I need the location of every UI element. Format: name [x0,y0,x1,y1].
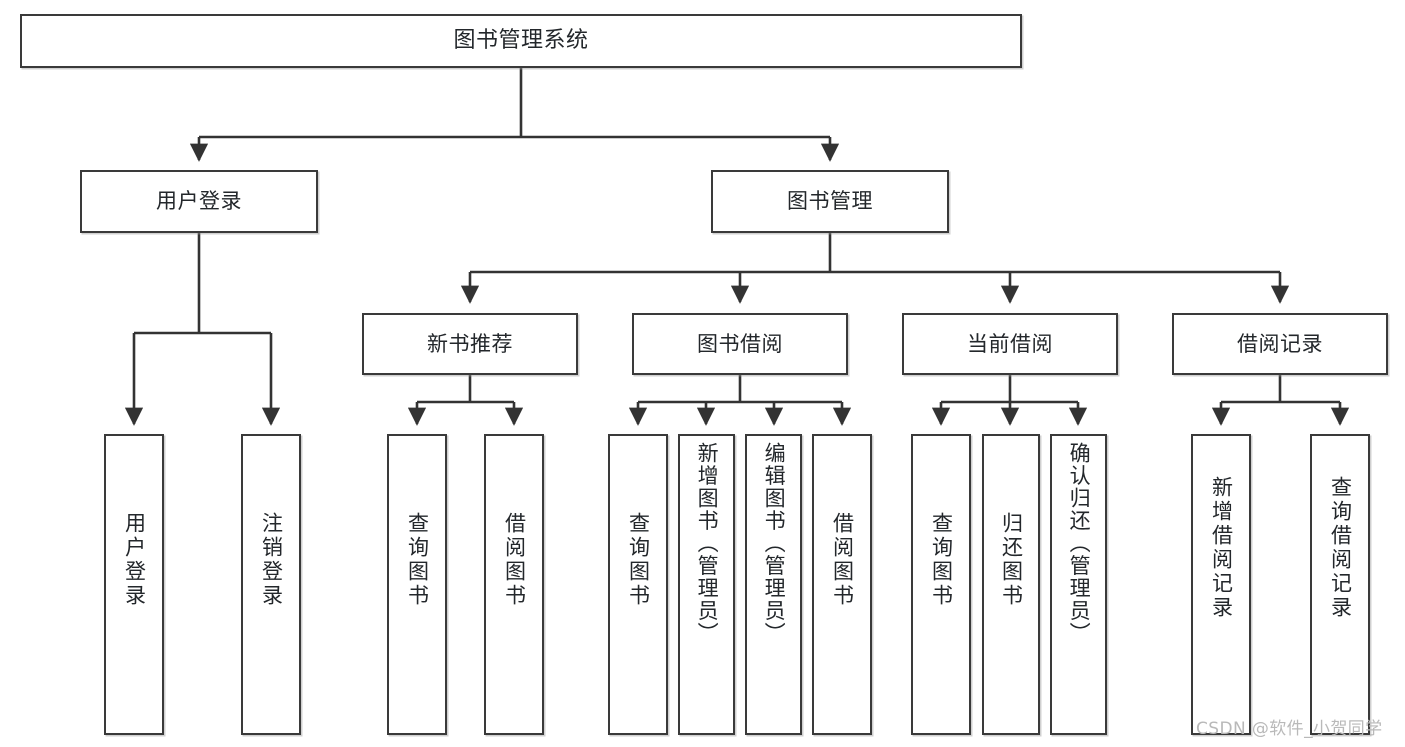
node-new-book-recommendation[interactable]: 新书推荐 [362,313,578,375]
leaf-logout[interactable]: 注销登录 [241,434,301,735]
leaf-current-query-book[interactable]: 查询图书 [911,434,971,735]
csdn-watermark: CSDN @软件_小贺同学 [1196,719,1383,739]
node-borrowing-records[interactable]: 借阅记录 [1172,313,1388,375]
leaf-user-login[interactable]: 用户登录 [104,434,164,735]
leaf-new-books-query-book-label: 查询图书 [405,512,430,608]
leaf-current-query-book-label: 查询图书 [929,512,954,608]
leaf-user-login-label: 用户登录 [122,512,147,608]
leaf-borrow-query-book-label: 查询图书 [626,512,651,608]
leaf-current-confirm-return-admin[interactable]: 确认归还（管理员） [1050,434,1107,735]
leaf-records-add-record[interactable]: 新增借阅记录 [1191,434,1251,735]
leaf-new-books-query-book[interactable]: 查询图书 [387,434,447,735]
leaf-records-query-record-label: 查询借阅记录 [1328,476,1353,620]
leaf-current-return-book-label: 归还图书 [999,512,1024,608]
leaf-borrow-add-book-admin-label: 新增图书（管理员） [695,442,720,645]
node-book-management-label: 图书管理 [787,189,873,214]
node-root-system-label: 图书管理系统 [453,28,589,54]
leaf-new-books-borrow-book-label: 借阅图书 [502,512,527,608]
node-book-borrowing[interactable]: 图书借阅 [632,313,848,375]
leaf-borrow-query-book[interactable]: 查询图书 [608,434,668,735]
node-user-login[interactable]: 用户登录 [80,170,318,233]
leaf-new-books-borrow-book[interactable]: 借阅图书 [484,434,544,735]
node-book-borrowing-label: 图书借阅 [697,331,783,356]
node-user-login-label: 用户登录 [156,189,242,214]
leaf-records-query-record[interactable]: 查询借阅记录 [1310,434,1370,735]
leaf-borrow-edit-book-admin-label: 编辑图书（管理员） [762,442,787,645]
leaf-current-confirm-return-admin-label: 确认归还（管理员） [1067,442,1092,645]
leaf-borrow-edit-book-admin[interactable]: 编辑图书（管理员） [745,434,802,735]
node-current-borrowing-label: 当前借阅 [967,331,1053,356]
leaf-borrow-add-book-admin[interactable]: 新增图书（管理员） [678,434,735,735]
node-new-book-recommendation-label: 新书推荐 [427,331,513,356]
leaf-borrow-borrow-book-label: 借阅图书 [830,512,855,608]
leaf-current-return-book[interactable]: 归还图书 [982,434,1040,735]
node-current-borrowing[interactable]: 当前借阅 [902,313,1118,375]
leaf-records-add-record-label: 新增借阅记录 [1209,476,1234,620]
leaf-borrow-borrow-book[interactable]: 借阅图书 [812,434,872,735]
node-book-management[interactable]: 图书管理 [711,170,949,233]
node-borrowing-records-label: 借阅记录 [1237,331,1323,356]
node-root-system[interactable]: 图书管理系统 [20,14,1022,68]
leaf-logout-label: 注销登录 [259,512,284,608]
